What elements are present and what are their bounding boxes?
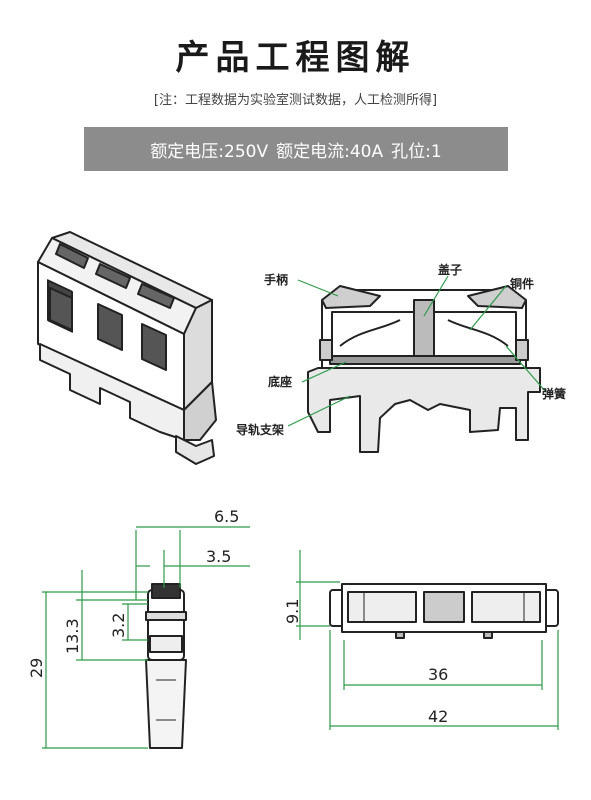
rated-voltage: 额定电压:250V — [150, 141, 269, 162]
dim-9-1: 9.1 — [283, 599, 302, 624]
dim-6-5: 6.5 — [214, 507, 239, 526]
side-view — [145, 583, 187, 749]
dim-36: 36 — [428, 665, 448, 684]
top-view — [329, 583, 559, 639]
label-cover: 盖子 — [438, 262, 462, 277]
rated-current: 额定电流:40A — [276, 141, 384, 162]
leader-lines — [287, 275, 547, 427]
spec-banner: 额定电压:250V 额定电流:40A 孔位:1 — [84, 127, 508, 171]
page-title: 产品工程图解 — [175, 38, 416, 78]
label-spring: 弹簧 — [542, 386, 566, 401]
cross-section-view — [307, 285, 541, 453]
data-note: [注：工程数据为实验室测试数据，人工检测所得] — [153, 93, 438, 108]
dim-13-3: 13.3 — [63, 618, 82, 654]
product-3d-view — [37, 231, 217, 465]
dim-42: 42 — [428, 707, 448, 726]
label-rail-bracket: 导轨支架 — [236, 422, 284, 437]
dim-29: 29 — [27, 658, 46, 678]
label-base: 底座 — [268, 374, 292, 389]
side-view-dimensions — [42, 526, 250, 749]
dim-3-5: 3.5 — [206, 547, 231, 566]
top-view-dimensions — [296, 550, 559, 730]
dim-3-2: 3.2 — [109, 613, 128, 638]
label-copper: 铜件 — [510, 276, 534, 291]
hole-positions: 孔位:1 — [391, 141, 442, 162]
label-handle: 手柄 — [264, 272, 288, 287]
